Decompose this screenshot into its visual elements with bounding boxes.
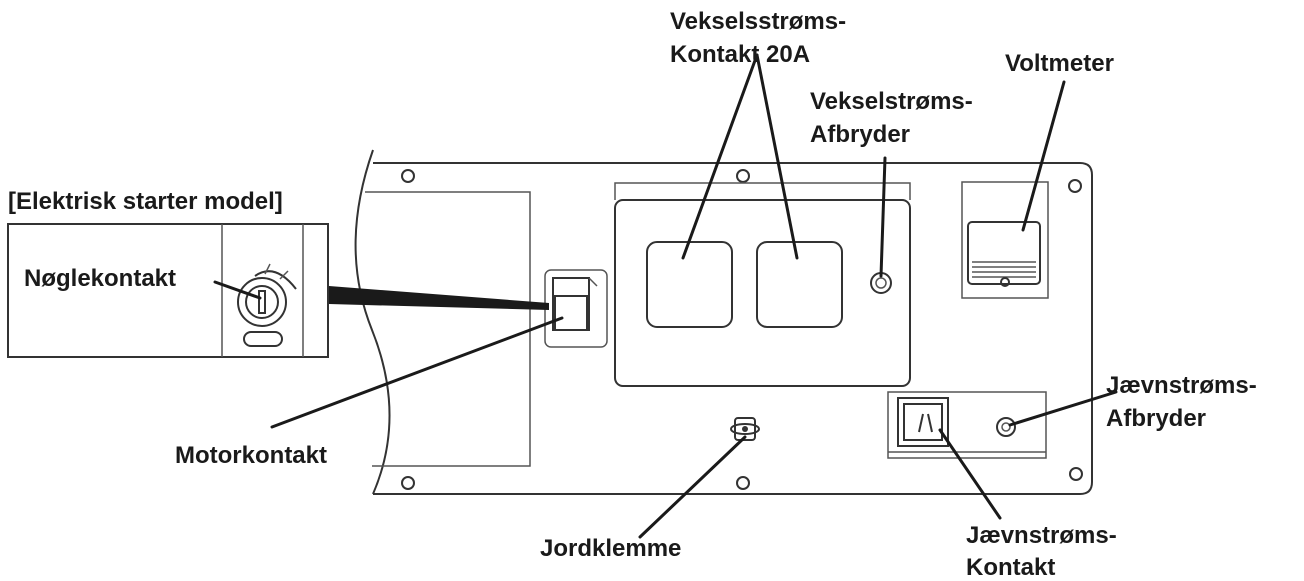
label-ac-outlet-line1: Vekselsstrøms-: [670, 8, 846, 35]
mounting-hole: [1068, 179, 1082, 193]
mounting-hole: [736, 169, 750, 183]
label-electric-starter-model: [Elektrisk starter model]: [8, 188, 283, 215]
label-ground-terminal: Jordklemme: [540, 535, 681, 562]
mounting-holes: [401, 169, 1083, 490]
label-engine-switch: Motorkontakt: [175, 442, 327, 469]
label-dc-breaker-line2: Afbryder: [1106, 405, 1206, 432]
inset-pointer-wedge: [329, 286, 549, 310]
label-ac-breaker-line1: Vekselstrøms-: [810, 88, 973, 115]
label-dc-outlet-line1: Jævnstrøms-: [966, 522, 1117, 549]
ac-outlet-plate: [614, 182, 911, 387]
mounting-hole: [736, 476, 750, 490]
voltmeter-gauge: [961, 181, 1049, 299]
label-ac-outlet-line2: Kontakt 20A: [670, 41, 810, 68]
electric-starter-inset: [7, 223, 549, 358]
ground-terminal[interactable]: [730, 417, 760, 441]
engine-switch[interactable]: [544, 269, 608, 348]
mounting-hole: [1069, 467, 1083, 481]
ac-outlet-left[interactable]: [646, 241, 733, 328]
mounting-hole: [401, 169, 415, 183]
label-dc-outlet-line2: Kontakt: [966, 554, 1055, 581]
dc-section: [887, 391, 1047, 459]
mounting-hole: [401, 476, 415, 490]
label-key-switch: Nøglekontakt: [24, 265, 176, 292]
label-dc-breaker-line1: Jævnstrøms-: [1106, 372, 1257, 399]
key-switch[interactable]: [237, 263, 297, 347]
dc-breaker[interactable]: [996, 417, 1016, 437]
control-panel: [354, 149, 1093, 495]
dc-outlet[interactable]: [897, 397, 949, 447]
leader-lines: [213, 53, 1118, 539]
ac-outlet-right[interactable]: [756, 241, 843, 328]
label-voltmeter: Voltmeter: [1005, 50, 1114, 77]
label-ac-breaker-line2: Afbryder: [810, 121, 910, 148]
